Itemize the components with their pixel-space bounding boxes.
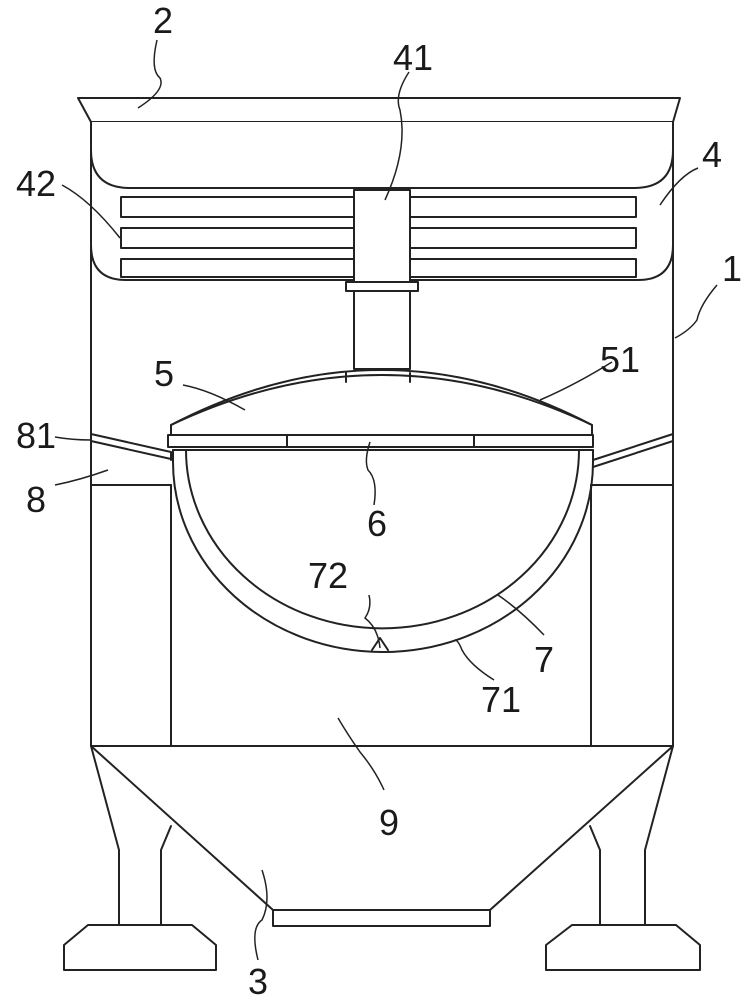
dome-cover [170,369,593,436]
label-81: 81 [16,415,56,456]
label-5: 5 [154,353,174,394]
top-lid [77,97,681,123]
leader-lines [54,39,718,961]
label-7: 7 [534,639,554,680]
part-labels: 2 41 4 42 1 5 51 81 8 6 72 7 71 9 3 [16,0,742,1002]
label-2: 2 [153,0,173,41]
label-8: 8 [26,479,46,520]
central-shaft [345,189,419,370]
strainer-rim [167,434,594,448]
basket [172,449,594,653]
label-9: 9 [379,802,399,843]
label-3: 3 [248,961,268,1000]
label-41: 41 [393,37,433,78]
label-1: 1 [722,248,742,289]
label-51: 51 [600,339,640,380]
label-6: 6 [367,503,387,544]
side-ledge [90,433,674,468]
outlet-plate [272,909,491,927]
label-4: 4 [702,134,722,175]
legs [63,745,701,971]
label-72: 72 [308,555,348,596]
label-71: 71 [481,679,521,720]
label-42: 42 [16,163,56,204]
upper-housing-curve [90,149,674,189]
